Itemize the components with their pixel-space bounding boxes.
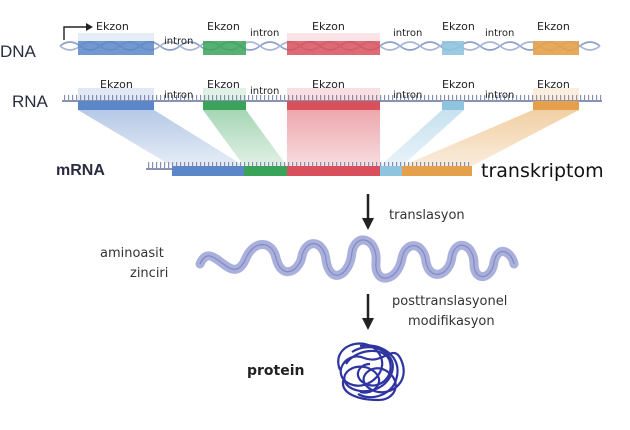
rna-exon-label-3: Ekzon [312,78,345,91]
dna-label: DNA [0,42,37,61]
rna-exon-label-2: Ekzon [207,78,240,91]
dna-exon-label-5: Ekzon [537,20,570,33]
dna-exon-4 [442,41,464,55]
rna-label: RNA [12,92,49,111]
translation-label: translasyon [389,208,465,223]
rna-intron-label-4: intron [485,90,514,101]
mrna-exon-4 [380,166,402,176]
dna-exon-label-2: Ekzon [207,20,240,33]
aminoacid-label-line2: zinciri [130,266,168,281]
dna-exon-5 [533,41,579,55]
dna-intron-label-2: intron [250,28,279,39]
splicing-fans [78,110,579,166]
rna-exon-4 [442,101,464,110]
rna-exon-label-1: Ekzon [100,78,133,91]
rna-exon-1 [78,101,154,110]
posttranslational-label-line1: posttranslasyonel [392,294,507,309]
folded-protein [337,342,405,402]
dna-intron-label-3: intron [393,28,422,39]
dna-intron-label-1: intron [164,36,193,47]
rna-intron-label-1: intron [164,90,193,101]
rna-exon-label-5: Ekzon [537,78,570,91]
rna-intron-label-2: intron [250,86,279,97]
posttranslational-label-line2: modifikasyon [408,314,495,329]
rna-exon-label-4: Ekzon [442,78,475,91]
protein-label: protein [247,363,305,379]
rna-exon-5 [533,101,579,110]
mrna-exon-2 [244,166,287,176]
mrna-label: mRNA [56,162,105,179]
mrna-exon-3 [287,166,380,176]
dna-exon-label-3: Ekzon [312,20,345,33]
dna-exon-label-4: Ekzon [442,20,475,33]
dna-exon-1 [78,41,154,55]
posttranslational-arrow-icon [362,294,374,330]
dna-exon-3 [287,41,380,55]
aminoacid-label-line1: aminoasit [100,246,164,261]
rna-exon-2 [203,101,246,110]
dna-intron-label-4: intron [485,28,514,39]
aminoacid-chain [195,235,519,283]
promoter-arrow-icon [63,23,93,40]
mrna-exon-1 [172,166,244,176]
dna-exon-2 [203,41,246,55]
mrna-exon-5 [402,166,472,176]
rna-intron-label-3: intron [393,90,422,101]
dna-exon-label-1: Ekzon [96,20,129,33]
rna-exon-3 [287,101,380,110]
transcriptome-label: transkriptom [481,160,604,182]
translation-arrow-icon [362,194,374,230]
